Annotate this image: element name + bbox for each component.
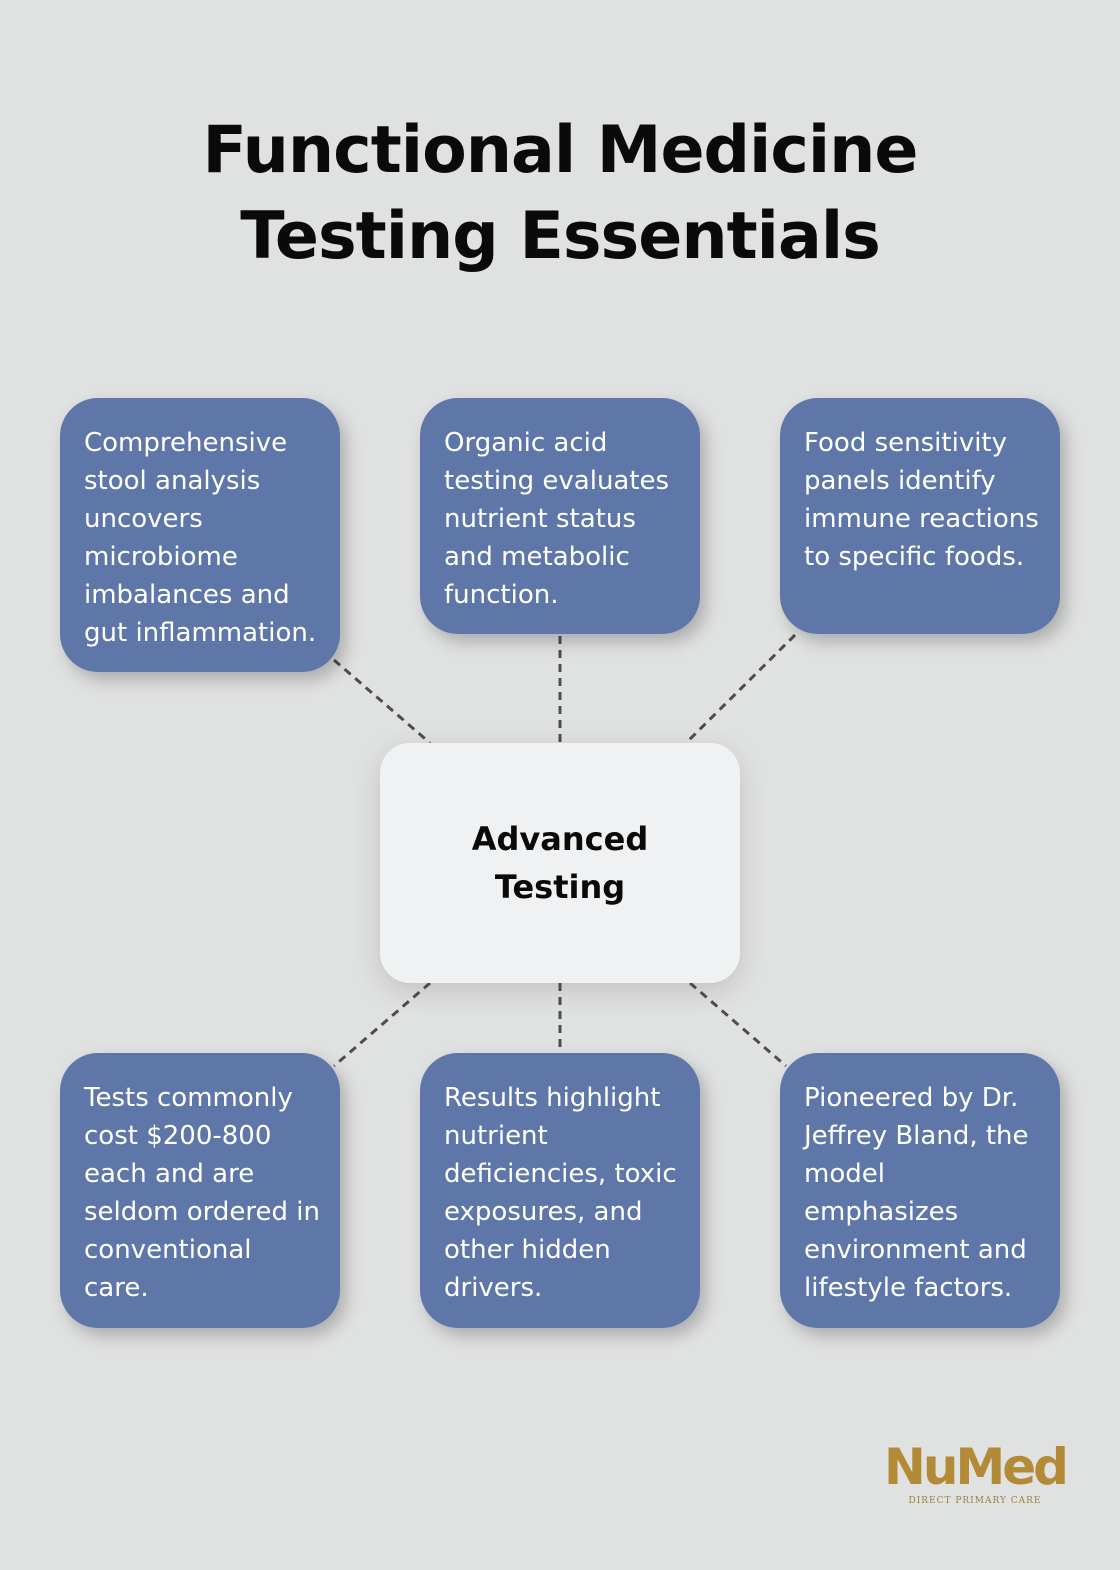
page-title: Functional Medicine Testing Essentials [202, 113, 918, 274]
center-label: Advanced Testing [471, 820, 649, 906]
node-text: Comprehensive stool analysis uncovers mi… [84, 428, 317, 648]
node-text: Pioneered by Dr. Jeffrey Bland, the mode… [804, 1083, 1029, 1303]
center-node: Advanced Testing [380, 743, 740, 983]
node-text: Tests commonly cost $200-800 each and ar… [84, 1083, 320, 1303]
node-food-sensitivity: Food sensitivity panels identify immune … [780, 398, 1060, 634]
node-organic-acid-testing: Organic acid testing evaluates nutrient … [420, 398, 700, 634]
connector-line-bottom-right [689, 981, 787, 1068]
node-stool-analysis: Comprehensive stool analysis uncovers mi… [60, 398, 340, 672]
numed-logo: NuMed DIRECT PRIMARY CARE [880, 1438, 1070, 1506]
connector-line-top-right [684, 633, 797, 745]
node-text: Organic acid testing evaluates nutrient … [444, 428, 670, 610]
connector-line-top-left [333, 658, 431, 745]
node-pioneer: Pioneered by Dr. Jeffrey Bland, the mode… [780, 1053, 1060, 1328]
node-text: Results highlight nutrient deficiencies,… [444, 1083, 677, 1303]
node-results: Results highlight nutrient deficiencies,… [420, 1053, 700, 1328]
node-text: Food sensitivity panels identify immune … [804, 428, 1039, 572]
connector-line-bottom-left [333, 981, 431, 1068]
logo-wordmark: NuMed [884, 1438, 1069, 1496]
logo-tagline: DIRECT PRIMARY CARE [908, 1496, 1042, 1506]
node-test-cost: Tests commonly cost $200-800 each and ar… [60, 1053, 340, 1328]
